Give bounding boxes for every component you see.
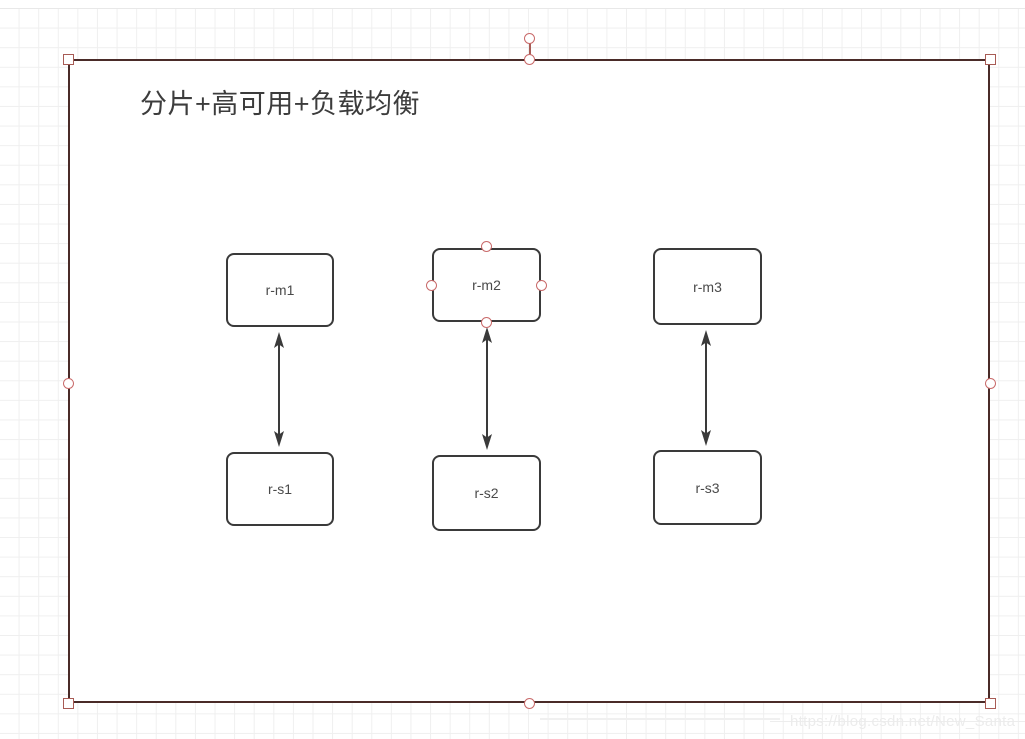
watermark-strike-line — [770, 721, 1025, 722]
node-label: r-s3 — [695, 479, 720, 496]
handle-top-center[interactable] — [523, 53, 535, 65]
handle-bottom-left[interactable] — [62, 697, 74, 709]
rm2-handle-right[interactable] — [535, 279, 547, 291]
handle-bottom-center[interactable] — [523, 697, 535, 709]
connector-m3-s3[interactable] — [695, 330, 717, 446]
node-label: r-s2 — [474, 485, 499, 501]
node-r-s1[interactable]: r-s1 — [226, 452, 334, 526]
node-r-m3[interactable]: r-m3 — [653, 248, 762, 325]
handle-top-left[interactable] — [62, 53, 74, 65]
handle-rotate[interactable] — [523, 32, 535, 44]
node-label: r-m2 — [472, 277, 501, 293]
node-label: r-m3 — [693, 278, 722, 295]
rm2-handle-top[interactable] — [480, 240, 492, 252]
node-r-m1[interactable]: r-m1 — [226, 253, 334, 327]
rm2-handle-bottom[interactable] — [480, 316, 492, 328]
watermark-text: https://blog.csdn.net/New_Santa — [790, 713, 1016, 730]
watermark-underline-bar — [540, 718, 780, 720]
grid-top-rule — [0, 8, 1025, 9]
connector-m1-s1[interactable] — [268, 332, 290, 447]
node-r-m2[interactable]: r-m2 — [432, 248, 541, 322]
handle-top-right[interactable] — [984, 53, 996, 65]
rotate-handle-stem — [529, 38, 531, 59]
node-r-s2[interactable]: r-s2 — [432, 455, 541, 531]
grid-top-margin — [0, 0, 1025, 8]
node-label: r-m1 — [265, 282, 295, 298]
handle-bottom-right[interactable] — [984, 697, 996, 709]
node-r-s3[interactable]: r-s3 — [653, 450, 762, 525]
node-label: r-s1 — [267, 481, 293, 497]
handle-mid-right[interactable] — [984, 377, 996, 389]
outer-container-shape[interactable] — [68, 59, 990, 703]
connector-m2-s2[interactable] — [476, 327, 498, 450]
diagram-title: 分片+高可用+负载均衡 — [140, 89, 421, 119]
rm2-handle-left[interactable] — [425, 279, 437, 291]
handle-mid-left[interactable] — [62, 377, 74, 389]
